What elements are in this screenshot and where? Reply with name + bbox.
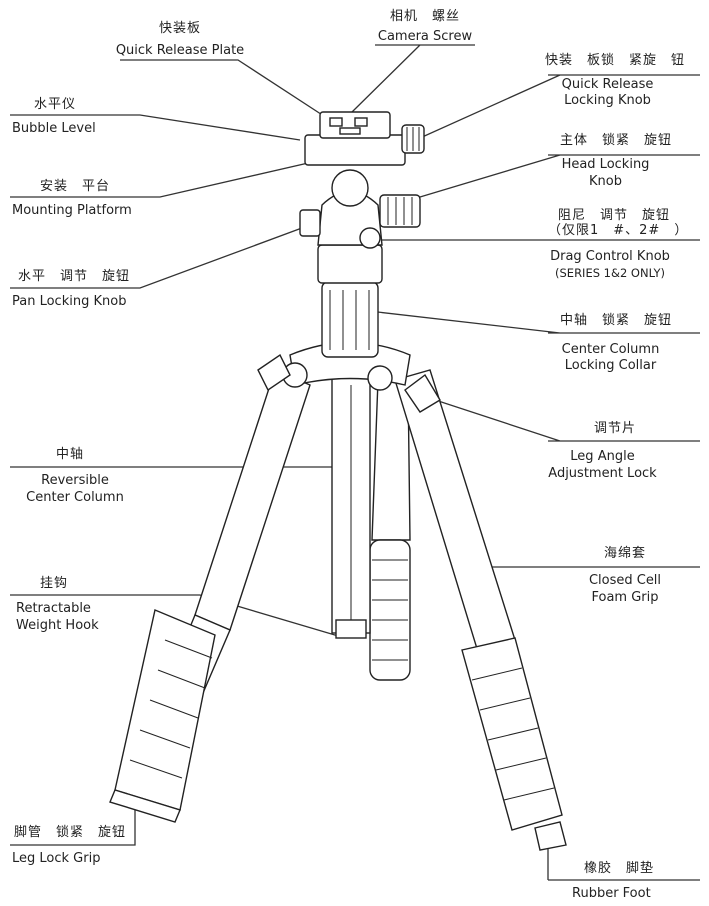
weight-hook-zh: 挂钩 — [40, 576, 69, 591]
camera-screw-zh: 相机 螺丝 — [389, 9, 460, 24]
drag-control-knob-en2: (SERIES 1&2 ONLY) — [555, 266, 665, 280]
leader-bubble-level — [10, 114, 301, 141]
qr-locking-knob-en1: Quick Release — [561, 77, 654, 92]
center-column — [331, 374, 371, 639]
camera-screw-en: Camera Screw — [377, 29, 473, 44]
back-leg — [369, 379, 411, 681]
weight-hook-en2: Weight Hook — [16, 618, 99, 633]
leader-mounting-platform — [10, 157, 331, 198]
bubble-level-zh: 水平仪 — [34, 97, 77, 112]
center-column-zh: 中轴 — [55, 447, 84, 462]
collar-zh: 中轴 锁紧 旋钮 — [560, 313, 673, 328]
collar-en1: Center Column — [561, 342, 660, 357]
leg-angle-zh: 调节片 — [594, 421, 637, 436]
leg-hub — [257, 341, 441, 413]
foam-grip-en2: Foam Grip — [591, 590, 659, 605]
weight-hook-en1: Retractable — [16, 601, 91, 616]
leader-camera-screw — [351, 44, 475, 113]
leader-weight-hook — [10, 594, 346, 639]
leg-lock-grip-zh: 脚管 锁紧 旋钮 — [14, 825, 127, 840]
collar-en2: Locking Collar — [564, 358, 657, 373]
leader-head-knob — [409, 154, 700, 201]
leader-leg-angle — [419, 394, 700, 442]
pan-locking-knob-zh: 水平 调节 旋钮 — [18, 269, 131, 284]
qr-locking-knob-en2: Locking Knob — [564, 93, 651, 108]
leg-angle-en1: Leg Angle — [570, 449, 635, 464]
leg-lock-grip-en: Leg Lock Grip — [12, 851, 101, 866]
rubber-foot-zh: 橡胶 脚垫 — [584, 861, 655, 876]
center-column-en1: Reversible — [41, 473, 109, 488]
leader-qr-knob — [419, 74, 700, 139]
qr-locking-knob-zh: 快装 板锁 紧旋 钮 — [545, 53, 686, 68]
drag-control-knob-en1: Drag Control Knob — [550, 249, 670, 264]
center-column-en2: Center Column — [26, 490, 124, 505]
leg-angle-en2: Adjustment Lock — [548, 466, 657, 481]
pan-locking-knob-en: Pan Locking Knob — [12, 294, 127, 309]
head-locking-knob-en1: Head Locking — [561, 157, 650, 172]
ball-head — [299, 169, 421, 284]
head-locking-knob-zh: 主体 锁紧 旋钮 — [560, 133, 673, 148]
right-leg — [394, 369, 567, 851]
tripod-illustration — [109, 111, 567, 851]
mounting-platform — [304, 111, 425, 166]
mounting-platform-en: Mounting Platform — [12, 203, 132, 218]
locking-collar — [321, 281, 379, 358]
leader-pan-knob — [10, 224, 311, 289]
drag-control-knob-zh2: （仅限1 #、2# ） — [548, 223, 689, 238]
quick-release-plate-zh: 快装板 — [158, 21, 201, 36]
leader-collar — [359, 309, 700, 334]
bubble-level-en: Bubble Level — [12, 121, 96, 136]
quick-release-plate-en: Quick Release Plate — [115, 43, 245, 58]
drag-control-knob-zh1: 阻尼 调节 旋钮 — [558, 208, 671, 223]
foam-grip-en1: Closed Cell — [588, 573, 662, 588]
leader-quick-release-plate — [120, 59, 331, 121]
foam-grip-zh: 海绵套 — [604, 546, 647, 561]
left-leg — [109, 369, 311, 823]
rubber-foot-en: Rubber Foot — [572, 886, 651, 901]
mounting-platform-zh: 安装 平台 — [40, 179, 111, 194]
head-locking-knob-en2: Knob — [589, 174, 622, 189]
